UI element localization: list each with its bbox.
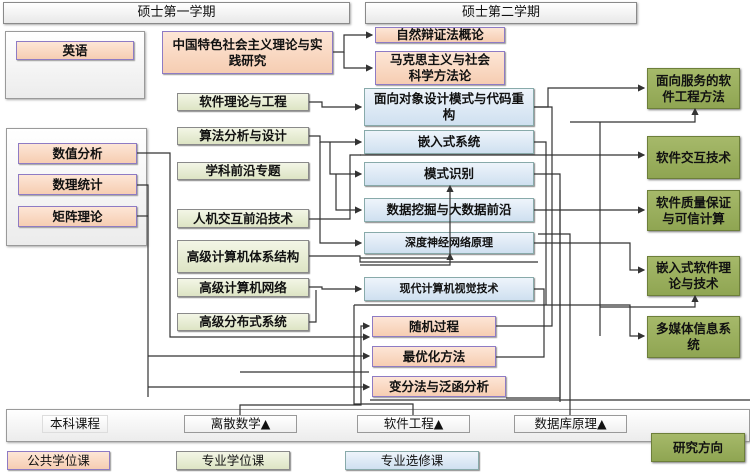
- research-interaction[interactable]: 软件交互技术: [647, 136, 740, 179]
- line-net: [309, 285, 363, 293]
- course-variational[interactable]: 变分法与泛函分析: [372, 376, 506, 397]
- line-discrete: [239, 322, 371, 415]
- research-quality[interactable]: 软件质量保证与可信计算: [647, 190, 740, 231]
- undergrad-discrete[interactable]: 离散数学▲: [184, 415, 297, 433]
- line-db: [538, 233, 571, 415]
- research-multimedia[interactable]: 多媒体信息系统: [647, 316, 740, 358]
- legend-research: 研究方向: [651, 433, 745, 462]
- course-numerical-analysis[interactable]: 数值分析: [18, 143, 137, 164]
- line-dm: [335, 174, 363, 214]
- research-embedded-sw[interactable]: 嵌入式软件理论与技术: [647, 256, 740, 296]
- course-matrix-theory[interactable]: 矩阵理论: [18, 206, 137, 227]
- course-cv[interactable]: 现代计算机视觉技术: [364, 277, 534, 301]
- legend-public: 公共学位课: [7, 451, 110, 470]
- course-optimization[interactable]: 最优化方法: [372, 346, 496, 367]
- undergrad-db[interactable]: 数据库原理▲: [514, 415, 627, 433]
- line-dnn-up: [360, 252, 454, 266]
- line-dnn: [319, 142, 363, 247]
- legend-professional: 专业学位课: [176, 451, 290, 470]
- line-arch: [309, 255, 538, 263]
- course-dnn[interactable]: 深度神经网络原理: [364, 232, 534, 254]
- line-oo-soa: [534, 84, 646, 108]
- course-network[interactable]: 高级计算机网络: [177, 278, 309, 297]
- course-frontier[interactable]: 学科前沿专题: [177, 162, 309, 180]
- course-oo-design[interactable]: 面向对象设计模式与代码重构: [364, 88, 534, 126]
- course-marxism[interactable]: 马克思主义与社会科学方法论: [375, 51, 505, 85]
- line-emb-up: [600, 294, 699, 308]
- line-hci: [309, 154, 361, 220]
- legend-elective: 专业选修课: [345, 451, 479, 470]
- line-soa-up: [570, 107, 699, 123]
- course-embedded[interactable]: 嵌入式系统: [364, 130, 534, 154]
- course-stochastic[interactable]: 随机过程: [372, 316, 496, 337]
- course-dialectics[interactable]: 自然辩证法概论: [375, 27, 505, 43]
- line-dnn-emb: [534, 242, 646, 274]
- semester2-header: 硕士第二学期: [365, 2, 637, 24]
- line-dist: [309, 290, 317, 323]
- undergrad-se[interactable]: 软件工程▲: [357, 415, 470, 433]
- line-socialism-marxism: [343, 52, 374, 72]
- undergrad-label: 本科课程: [42, 415, 108, 433]
- line-embedded: [534, 141, 547, 305]
- course-algorithms[interactable]: 算法分析与设计: [177, 127, 309, 145]
- course-english[interactable]: 英语: [16, 41, 134, 60]
- course-datamining[interactable]: 数据挖掘与大数据前沿: [364, 198, 534, 222]
- course-architecture[interactable]: 高级计算机体系结构: [177, 240, 309, 273]
- course-cn-socialism[interactable]: 中国特色社会主义理论与实践研究: [162, 31, 333, 74]
- course-math-statistics[interactable]: 数理统计: [18, 174, 137, 195]
- course-distributed[interactable]: 高级分布式系统: [177, 313, 309, 331]
- research-soa[interactable]: 面向服务的软件工程方法: [647, 68, 740, 109]
- course-hci[interactable]: 人机交互前沿技术: [177, 209, 309, 228]
- semester1-header: 硕士第一学期: [3, 2, 350, 24]
- course-software-theory[interactable]: 软件理论与工程: [177, 93, 309, 111]
- line-socialism-dialectics: [333, 31, 374, 53]
- line-algo: [309, 135, 363, 146]
- course-pattern[interactable]: 模式识别: [364, 162, 534, 186]
- line-algo-pattern: [329, 142, 363, 178]
- line-swtheory-oo: [309, 101, 363, 111]
